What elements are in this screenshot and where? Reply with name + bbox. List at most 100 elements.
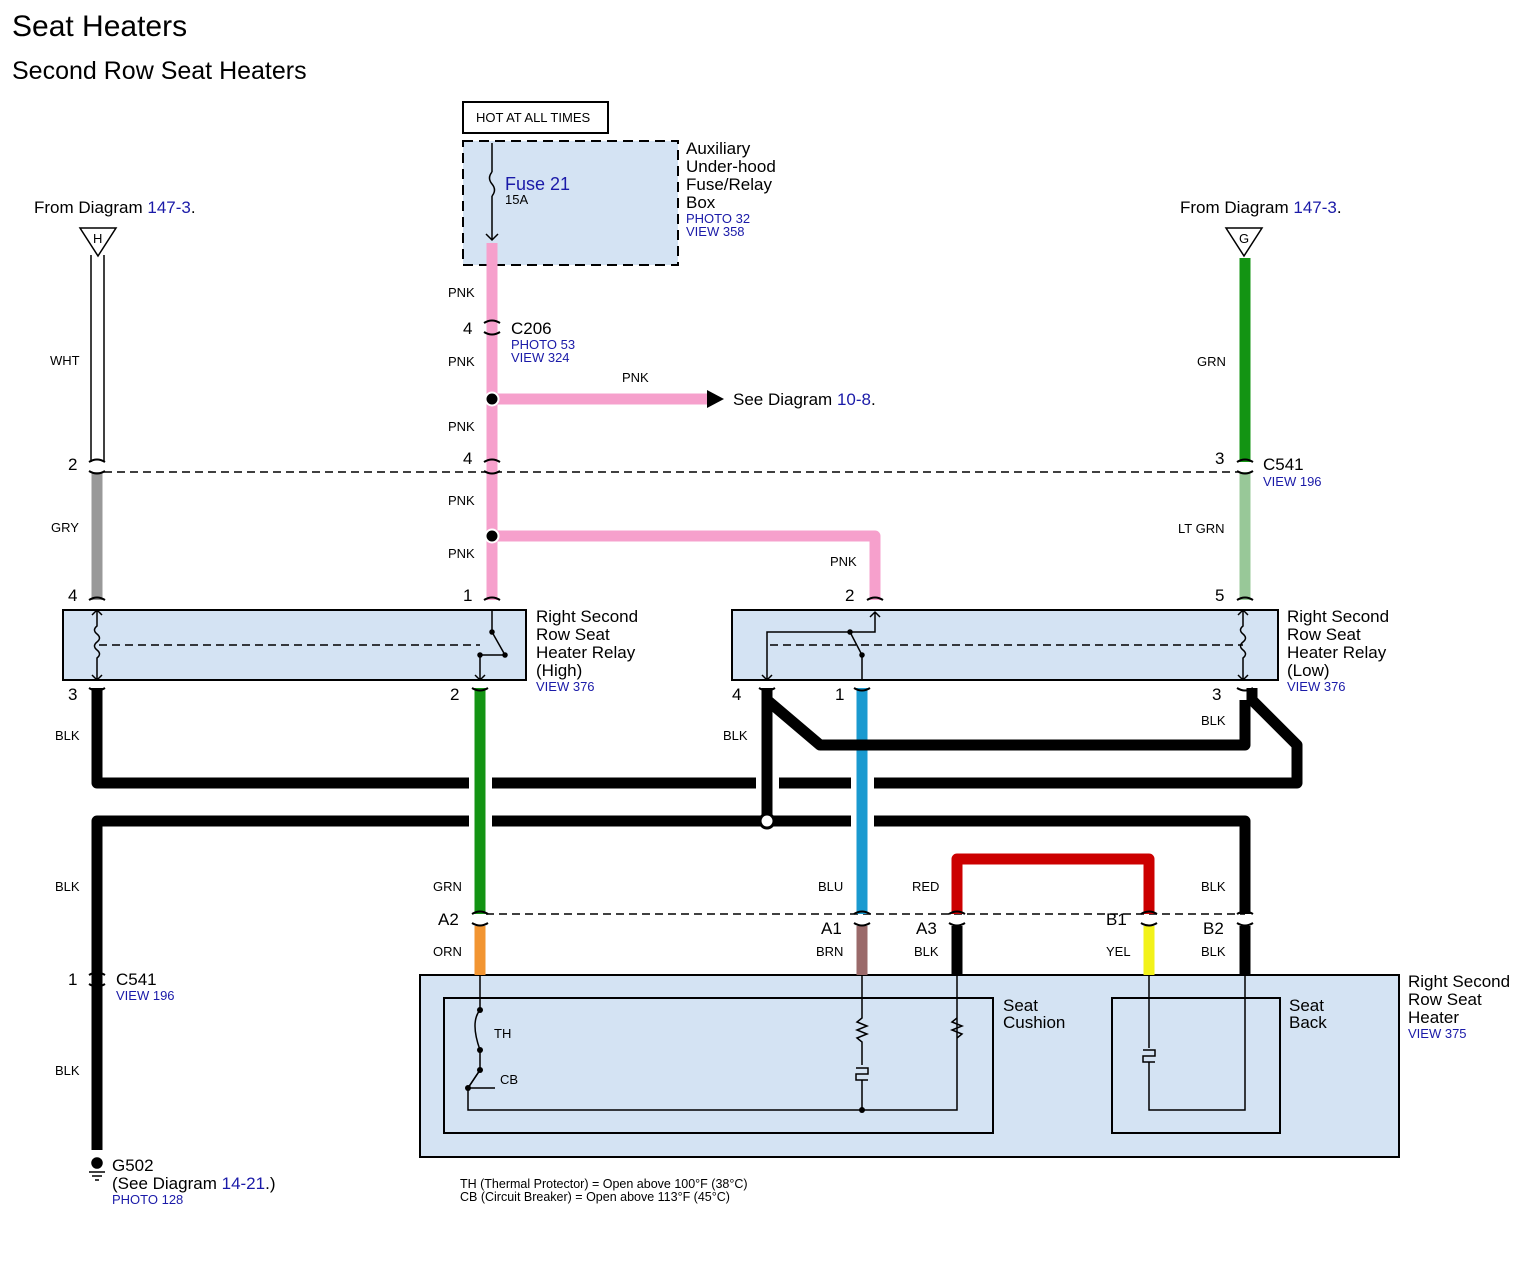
fuse-box-view[interactable]: VIEW 358 (686, 224, 745, 239)
ground-icon (89, 1157, 105, 1181)
hot-at-all-times-label: HOT AT ALL TIMES (476, 110, 590, 125)
relay-low-name-1: Right Second (1287, 607, 1389, 626)
wire-label-blk-3: BLK (1201, 713, 1226, 728)
c541-top-view[interactable]: VIEW 196 (1263, 474, 1322, 489)
pin-a3: A3 (916, 919, 937, 938)
relay-high-name-2: Row Seat (536, 625, 610, 644)
heater-view[interactable]: VIEW 375 (1408, 1026, 1467, 1041)
seat-back-box (1111, 997, 1281, 1134)
from-diagram-left-link[interactable]: 147-3 (147, 198, 190, 217)
wire-label-wht: WHT (50, 353, 80, 368)
seat-cushion-label-2: Cushion (1003, 1013, 1065, 1032)
wire-label-blk-6: BLK (914, 944, 939, 959)
fuse-name[interactable]: Fuse 21 (505, 174, 570, 194)
wire-label-pnk-5: PNK (448, 493, 475, 508)
wire-blk-relay-low-return (763, 695, 1251, 751)
wire-label-lt-grn: LT GRN (1178, 521, 1224, 536)
wire-label-blk-4: BLK (55, 879, 80, 894)
c206-photo[interactable]: PHOTO 53 (511, 337, 575, 352)
relay-high-internals (91, 609, 508, 682)
fuse-box-name-1: Auxiliary (686, 139, 751, 158)
wire-pnk-relay-low (492, 530, 881, 600)
fuse-box-photo[interactable]: PHOTO 32 (686, 211, 750, 226)
c541-bottom-view[interactable]: VIEW 196 (116, 988, 175, 1003)
fuse-relay-box (462, 140, 679, 266)
wire-label-pnk-7: PNK (830, 554, 857, 569)
fuse-box-name-3: Fuse/Relay (686, 175, 772, 194)
wire-label-grn-top: GRN (1197, 354, 1226, 369)
c541-top-name: C541 (1263, 455, 1304, 474)
seat-back-label-1: Seat (1289, 996, 1324, 1015)
terminal-h-letter: H (93, 231, 102, 246)
wire-label-blk-1: BLK (55, 728, 80, 743)
see-diagram-label: See Diagram 10-8. (733, 390, 876, 409)
wire-label-blk-5: BLK (1201, 879, 1226, 894)
seat-back-label-2: Back (1289, 1013, 1327, 1032)
seat-cushion-nodes (465, 1007, 865, 1113)
c206-pin: 4 (463, 319, 472, 338)
wire-label-brn: BRN (816, 944, 843, 959)
ground-see-diagram: (See Diagram 14-21.) (112, 1174, 275, 1193)
relay-high-name-4: (High) (536, 661, 582, 680)
terminal-h-icon (78, 227, 118, 258)
fuse-icon (485, 143, 499, 242)
fuse-rating: 15A (505, 192, 528, 207)
from-diagram-left: From Diagram 147-3. (34, 198, 196, 217)
relay-high-view[interactable]: VIEW 376 (536, 679, 595, 694)
relay-low-internals (761, 609, 1249, 682)
wire-label-yel: YEL (1106, 944, 1131, 959)
pin-b1: B1 (1106, 910, 1127, 929)
pin-b2: B2 (1203, 919, 1224, 938)
seat-heater-box (419, 974, 1400, 1158)
pin-low-4: 4 (732, 685, 741, 704)
thermal-protector-label: TH (494, 1026, 511, 1041)
c541-bottom-pin: 1 (68, 970, 77, 989)
pin-left-4: 4 (68, 586, 77, 605)
relay-low-name-4: (Low) (1287, 661, 1330, 680)
pin-right-3b: 3 (1212, 685, 1221, 704)
pin-low-1: 1 (835, 685, 844, 704)
heater-name-2: Row Seat (1408, 990, 1482, 1009)
ground-photo[interactable]: PHOTO 128 (112, 1192, 183, 1207)
ground-see-diagram-link[interactable]: 14-21 (222, 1174, 265, 1193)
pin-a2: A2 (438, 910, 459, 929)
heater-name-3: Heater (1408, 1008, 1459, 1027)
pin-right-5: 5 (1215, 586, 1224, 605)
wire-label-pnk-1: PNK (448, 285, 475, 300)
wire-label-orn: ORN (433, 944, 462, 959)
c206-view[interactable]: VIEW 324 (511, 350, 570, 365)
from-diagram-right: From Diagram 147-3. (1180, 198, 1342, 217)
pin-mid-1: 1 (463, 586, 472, 605)
wire-label-blk-8: BLK (55, 1063, 80, 1078)
pin-low-2: 2 (845, 586, 854, 605)
splice-see-diagram (484, 391, 500, 407)
splice-ground (758, 812, 776, 830)
note-thermal-protector: TH (Thermal Protector) = Open above 100°… (460, 1177, 748, 1191)
pin-left-2: 2 (68, 455, 77, 474)
wire-blk-upper-bus (91, 688, 1303, 789)
relay-low-view[interactable]: VIEW 376 (1287, 679, 1346, 694)
wire-label-blu: BLU (818, 879, 843, 894)
fuse-box-name-4: Box (686, 193, 716, 212)
wire-label-blk-2: BLK (723, 728, 748, 743)
pin-right-3: 3 (1215, 449, 1224, 468)
c541-bottom-name: C541 (116, 970, 157, 989)
wire-label-pnk-4: PNK (448, 419, 475, 434)
wire-red (951, 853, 1155, 914)
seat-cushion-label-1: Seat (1003, 996, 1038, 1015)
pin-left-3: 3 (68, 685, 77, 704)
wire-label-red: RED (912, 879, 939, 894)
pin-mid-4: 4 (463, 449, 472, 468)
seat-cushion-box (443, 997, 994, 1134)
terminal-g-letter: G (1239, 231, 1249, 246)
fuse-box-name-2: Under-hood (686, 157, 776, 176)
wire-label-blk-7: BLK (1201, 944, 1226, 959)
relay-high-name-3: Heater Relay (536, 643, 636, 662)
circuit-breaker-label: CB (500, 1072, 518, 1087)
terminal-g-icon (1224, 227, 1264, 258)
connector-markers (88, 319, 1254, 988)
from-diagram-right-link[interactable]: 147-3 (1293, 198, 1336, 217)
see-diagram-link[interactable]: 10-8 (837, 390, 871, 409)
seat-back-circuit (1142, 975, 1246, 1111)
